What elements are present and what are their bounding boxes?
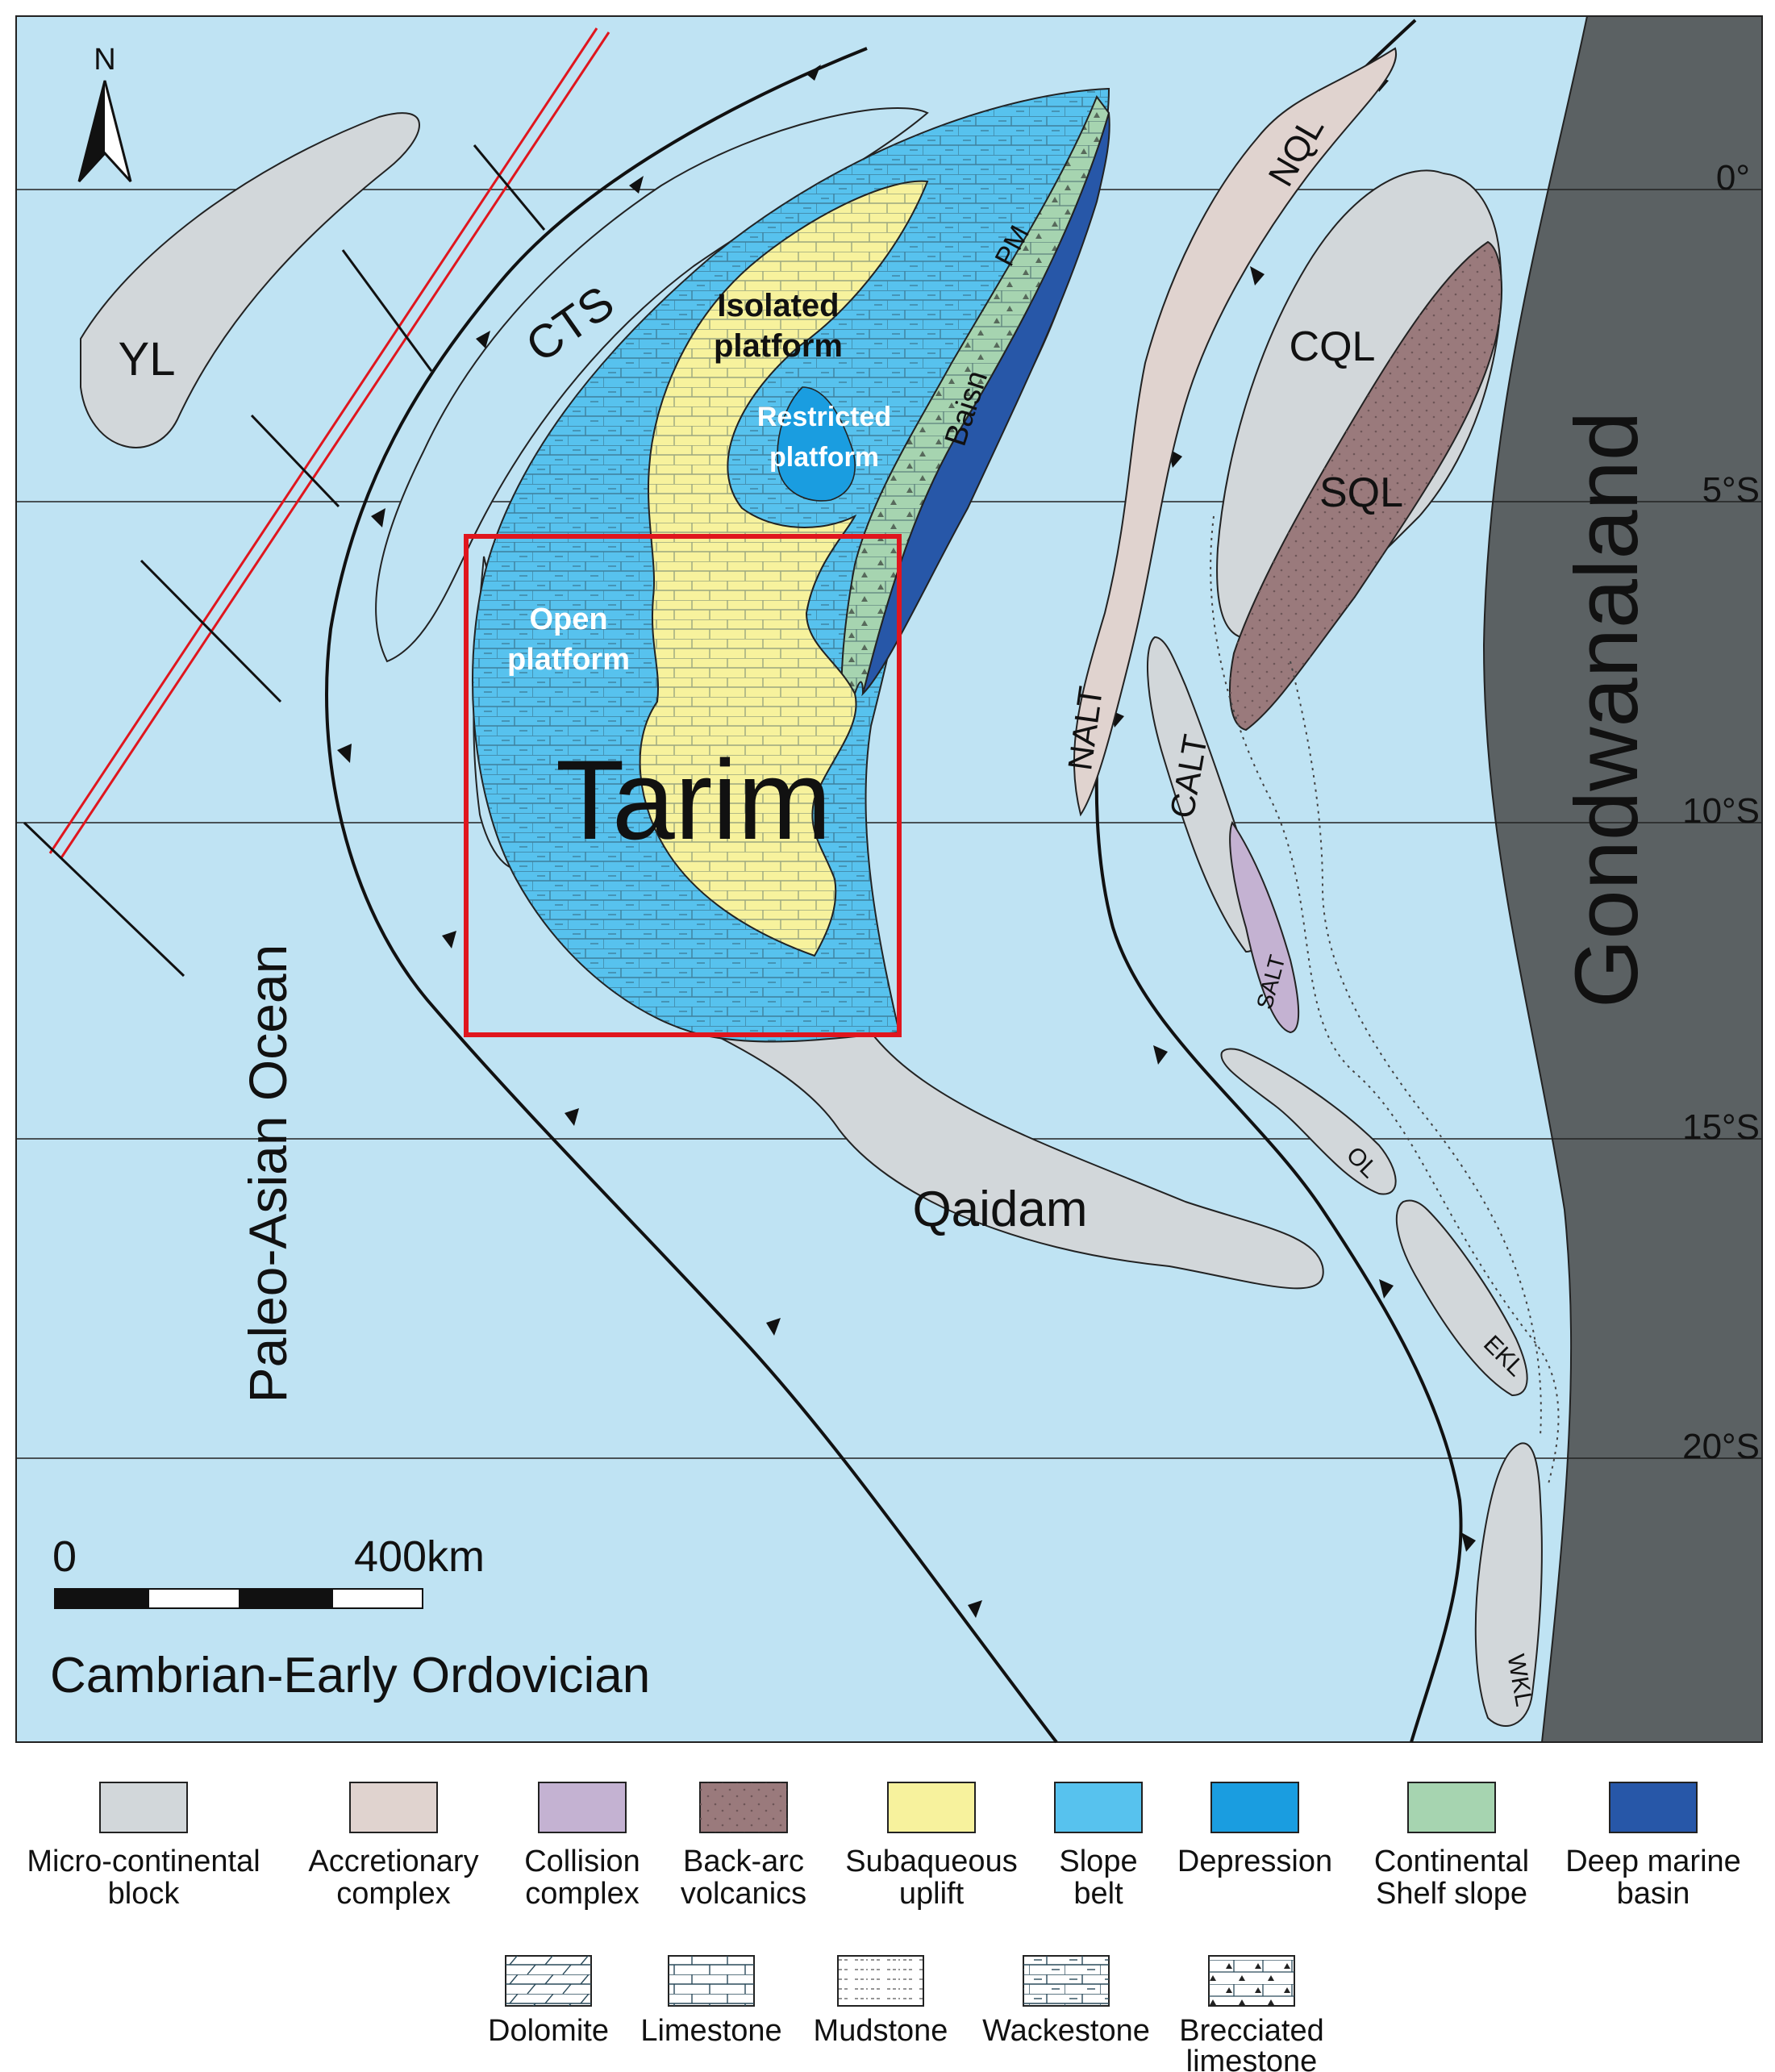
legend-label-1-0: Accretionary	[308, 1845, 478, 1878]
legend-label-4-0: Subaqueous	[845, 1845, 1017, 1878]
qaidam-label: Qaidam	[912, 1182, 1087, 1237]
period-label: Cambrian-Early Ordovician	[50, 1648, 650, 1703]
legend-swatch-7	[1407, 1782, 1496, 1833]
legend: Micro-continentalblockAccretionarycomple…	[27, 1782, 1741, 2072]
legend-label-0-0: Micro-continental	[27, 1845, 260, 1878]
gondwanaland-landmass	[1482, 15, 1763, 1743]
legend-swatch-2	[538, 1782, 627, 1833]
tarim-label: Tarim	[556, 736, 831, 863]
latitude-label-10: 10°S	[1682, 791, 1760, 831]
subduction-teeth	[337, 65, 1476, 1618]
ekl-block	[1395, 1199, 1528, 1397]
legend-label-7-1: Shelf slope	[1376, 1877, 1527, 1911]
legend-swatch-pattern-3	[700, 1782, 787, 1832]
legend-pattern-label-3-0: Wackestone	[982, 2014, 1150, 2048]
wkl-block	[1474, 1442, 1543, 1727]
ol-block	[1220, 1048, 1397, 1195]
legend-pattern-label-2-0: Mudstone	[814, 2014, 948, 2048]
legend-label-2-1: complex	[525, 1877, 640, 1911]
isolated-platform-label-1: Isolated	[717, 288, 839, 323]
latitude-label-0: 0°	[1716, 158, 1750, 198]
qaidam-block	[693, 1023, 1324, 1290]
isolated-platform-label-2: platform	[714, 328, 843, 364]
cql-label: CQL	[1290, 323, 1376, 370]
legend-label-2-0: Collision	[524, 1845, 640, 1878]
legend-swatch-5	[1054, 1782, 1143, 1833]
scale-start-label: 0	[52, 1532, 77, 1581]
legend-label-1-1: complex	[336, 1877, 451, 1911]
legend-label-7-0: Continental	[1374, 1845, 1529, 1878]
legend-label-0-1: block	[108, 1877, 181, 1911]
depression-restricted-platform	[777, 386, 856, 502]
study-area-frame	[464, 534, 902, 1037]
legend-pattern-label-1-0: Limestone	[640, 2014, 781, 2048]
legend-pattern-label-4-0: Brecciated	[1179, 2014, 1324, 2048]
legend-swatch-8	[1609, 1782, 1698, 1833]
legend-swatch-4	[887, 1782, 976, 1833]
north-arrow: N	[77, 43, 132, 183]
gondwanaland-label: Gondwanaland	[1557, 411, 1656, 1008]
legend-pattern-label-0-0: Dolomite	[488, 2014, 609, 2048]
scale-bar: 0 400km	[52, 1532, 485, 1609]
legend-label-5-0: Slope	[1059, 1845, 1137, 1878]
legend-label-4-1: uplift	[899, 1877, 965, 1911]
legend-pattern-fill-3	[1023, 1956, 1109, 2006]
legend-label-3-1: volcanics	[681, 1877, 806, 1911]
paleo-asian-ocean-label: Paleo-Asian Ocean	[238, 944, 298, 1403]
legend-label-8-0: Deep marine	[1565, 1845, 1741, 1878]
legend-swatch-1	[349, 1782, 438, 1833]
cts-arc	[375, 107, 929, 663]
legend-label-5-1: belt	[1073, 1877, 1123, 1911]
latitude-label-15: 15°S	[1682, 1107, 1760, 1147]
legend-label-8-1: basin	[1617, 1877, 1690, 1911]
yl-label: YL	[119, 333, 176, 386]
open-platform-label-1: Open	[529, 602, 607, 636]
legend-label-3-0: Back-arc	[683, 1845, 804, 1878]
mid-ocean-ridge	[23, 27, 610, 978]
legend-pattern-fill-2	[838, 1956, 923, 2006]
latitude-labels: 0° 5°S 10°S 15°S 20°S	[1682, 158, 1760, 1466]
salt-block	[1229, 820, 1300, 1034]
north-label: N	[94, 43, 115, 77]
latitude-label-5: 5°S	[1702, 470, 1760, 510]
scale-end-label: 400km	[354, 1532, 485, 1581]
sql-pattern	[1230, 242, 1502, 730]
sql-label: SQL	[1319, 469, 1403, 516]
shelf-slope-pattern	[841, 97, 1109, 742]
legend-swatch-0	[99, 1782, 188, 1833]
latitude-label-20: 20°S	[1682, 1427, 1760, 1466]
legend-pattern-fill-1	[669, 1956, 754, 2006]
subaqueous-uplift-pattern	[640, 181, 927, 957]
legend-pattern-fill-0	[506, 1956, 591, 2006]
legend-pattern-fill-4	[1209, 1956, 1294, 2006]
legend-swatch-6	[1210, 1782, 1299, 1833]
legend-label-6-0: Depression	[1177, 1845, 1332, 1878]
open-platform-label-2: platform	[507, 643, 630, 677]
restricted-platform-label-1: Restricted	[757, 402, 891, 432]
legend-pattern-label-4-1: limestone	[1186, 2045, 1318, 2072]
restricted-platform-label-2: platform	[769, 442, 879, 473]
nql-nalt-belt	[1073, 47, 1398, 817]
yl-block	[80, 112, 420, 448]
